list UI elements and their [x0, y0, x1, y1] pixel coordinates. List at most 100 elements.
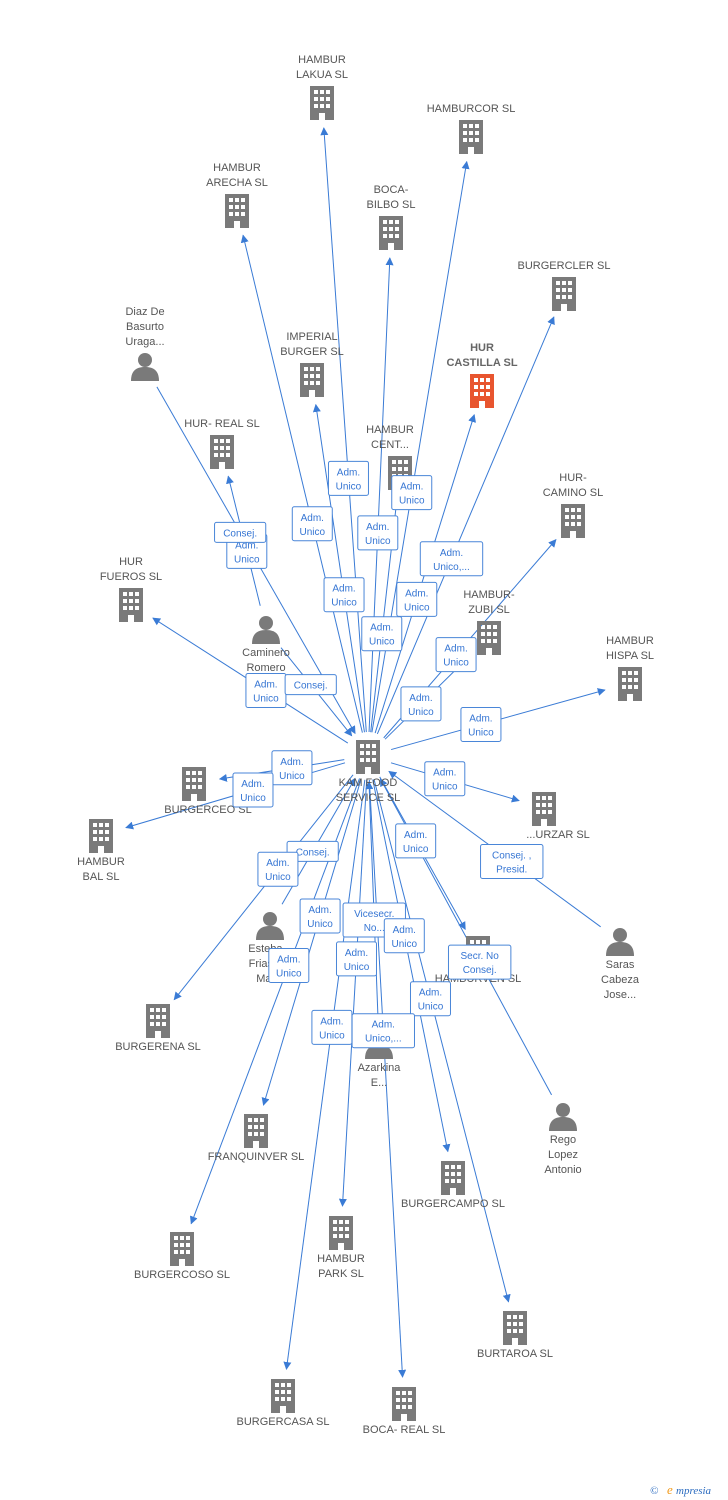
node-label-burtaroa: BURTAROA SL: [477, 1348, 553, 1360]
edge-label-kam-franquinver[interactable]: Adm.Unico: [299, 898, 341, 934]
node-label-urzar: ...URZAR SL: [526, 829, 590, 841]
edge-label-box: [480, 844, 544, 880]
node-azarkina[interactable]: AzarkinaE...: [358, 1031, 402, 1089]
person-icon: [131, 353, 159, 381]
edge-label-kam-burgercasa[interactable]: Adm.Unico: [311, 1009, 353, 1045]
edge-label-text: Adm.: [366, 522, 389, 533]
node-burgerceo[interactable]: BURGERCEO SL: [164, 767, 252, 816]
edge-label-text: Adm.: [266, 858, 289, 869]
edge-label-kam-burgerceo[interactable]: Adm.Unico: [271, 750, 313, 786]
building-icon: [470, 374, 494, 408]
node-burgercler[interactable]: BURGERCLER SL: [518, 260, 611, 311]
edge-label-kam-hamburven[interactable]: Adm.Unico: [395, 823, 437, 859]
edge-label-box: [291, 506, 333, 542]
edge-label-kam-fueros[interactable]: Adm.Unico: [245, 673, 287, 709]
edge-label-box: [435, 637, 477, 673]
edge-kam-burgercler: [376, 316, 555, 735]
node-label-azarkina: Azarkina: [358, 1062, 402, 1074]
node-label-zubi: HAMBUR-: [463, 589, 515, 601]
node-saras[interactable]: SarasCabezaJose...: [601, 928, 640, 1001]
node-burgerena[interactable]: BURGERENA SL: [115, 1004, 201, 1053]
edge-azarkina-kam: [365, 781, 379, 1021]
edge-label-esteban-kam[interactable]: Consej.: [286, 840, 339, 862]
edge-label-kam-burtaroa[interactable]: Adm.Unico: [409, 981, 451, 1017]
node-burgercampo[interactable]: BURGERCAMPO SL: [401, 1161, 505, 1210]
node-franquinver[interactable]: FRANQUINVER SL: [208, 1114, 305, 1163]
node-label-hurreal: HUR- REAL SL: [184, 418, 259, 430]
node-diaz[interactable]: Diaz DeBasurtoUraga...: [125, 306, 165, 381]
node-label-diaz: Diaz De: [125, 306, 164, 318]
node-label-park: HAMBUR: [317, 1253, 365, 1265]
edge-kam-franquinver: [261, 778, 362, 1106]
edge-label-kam-hamburcor[interactable]: Adm.Unico: [391, 475, 433, 511]
edge-label-kam-hurcamino[interactable]: Adm.Unico: [435, 637, 477, 673]
person-icon: [256, 912, 284, 940]
building-icon: [552, 277, 576, 311]
person-icon: [606, 928, 634, 956]
edge-label-text: Consej.: [463, 965, 497, 976]
node-label-rego: Lopez: [548, 1149, 578, 1161]
node-zubi[interactable]: HAMBUR-ZUBI SL: [463, 589, 515, 655]
node-hurreal[interactable]: HUR- REAL SL: [184, 418, 260, 469]
edge-label-kam-burgercler[interactable]: Adm.Unico,...: [419, 541, 484, 577]
edge-label-text: Adm.: [370, 623, 393, 634]
edge-label-box: [351, 1013, 415, 1049]
edge-label-kam-imperial[interactable]: Adm.Unico: [323, 577, 365, 613]
node-centro[interactable]: HAMBURCENT...: [366, 424, 414, 490]
edge-label-kam-bilbo[interactable]: Adm.Unico: [357, 515, 399, 551]
edge-label-diaz-kam[interactable]: Consej.: [214, 521, 267, 543]
edge-label-kam-arecha[interactable]: Adm.Unico: [291, 506, 333, 542]
edge-label-kam-hispa[interactable]: Adm.Unico: [460, 707, 502, 743]
edge-label-saras-kam[interactable]: Consej. ,Presid.: [480, 844, 544, 880]
edge-label-kam-zubi[interactable]: Adm.Unico: [400, 686, 442, 722]
edge-label-kam-urzar[interactable]: Adm.Unico: [424, 761, 466, 797]
edge-label-text: Adm.: [301, 513, 324, 524]
node-label-caminero: Romero: [246, 662, 285, 674]
node-label-lakua: HAMBUR: [298, 54, 346, 66]
edge-label-kam-burgercoso[interactable]: Adm.Unico: [268, 947, 310, 983]
edge-label-text: Adm.: [393, 925, 416, 936]
edge-label-caminero-kam[interactable]: Consej.: [284, 674, 337, 696]
node-hurcamino[interactable]: HUR-CAMINO SL: [543, 472, 604, 538]
edge-label-kam-castilla[interactable]: Adm.Unico: [396, 581, 438, 617]
building-icon: [532, 792, 556, 826]
node-label-centro: HAMBUR: [366, 424, 414, 436]
edge-label-box: [284, 674, 337, 696]
node-burgercoso[interactable]: BURGERCOSO SL: [134, 1232, 230, 1281]
edge-label-kam-burgerena[interactable]: Adm.Unico: [257, 851, 299, 887]
edge-label-kam-lakua[interactable]: Adm.Unico: [327, 460, 369, 496]
edge-label-kam-bocareal[interactable]: Adm.Unico,...: [351, 1013, 415, 1049]
edge-label-box: [395, 823, 437, 859]
building-icon: [477, 621, 501, 655]
edge-label-kam-bal[interactable]: Adm.Unico: [232, 772, 274, 808]
node-bilbo[interactable]: BOCA-BILBO SL: [367, 184, 416, 250]
edge-label-kam-park[interactable]: Adm.Unico: [335, 941, 377, 977]
node-urzar[interactable]: ...URZAR SL: [526, 792, 590, 841]
edge-label-text: Unico: [408, 707, 434, 718]
edge-label-text: Unico: [307, 919, 333, 930]
edge-label-box: [232, 772, 274, 808]
node-label-rego: Antonio: [544, 1164, 581, 1176]
node-hamburcor[interactable]: HAMBURCOR SL: [427, 103, 516, 154]
edge-label-kam-centro[interactable]: Adm.Unico: [361, 616, 403, 652]
edge-kam-bocareal: [368, 779, 407, 1378]
building-icon: [225, 194, 249, 228]
edge-kam-burtaroa: [373, 779, 511, 1303]
edge-label-text: No...: [364, 923, 385, 934]
edge-label-text: Consej.: [294, 681, 328, 692]
node-burgercasa[interactable]: BURGERCASA SL: [237, 1379, 330, 1428]
node-bocareal[interactable]: BOCA- REAL SL: [363, 1387, 446, 1436]
edge-label-kam-burgercampo[interactable]: Adm.Unico: [383, 918, 425, 954]
node-burtaroa[interactable]: BURTAROA SL: [477, 1311, 553, 1360]
